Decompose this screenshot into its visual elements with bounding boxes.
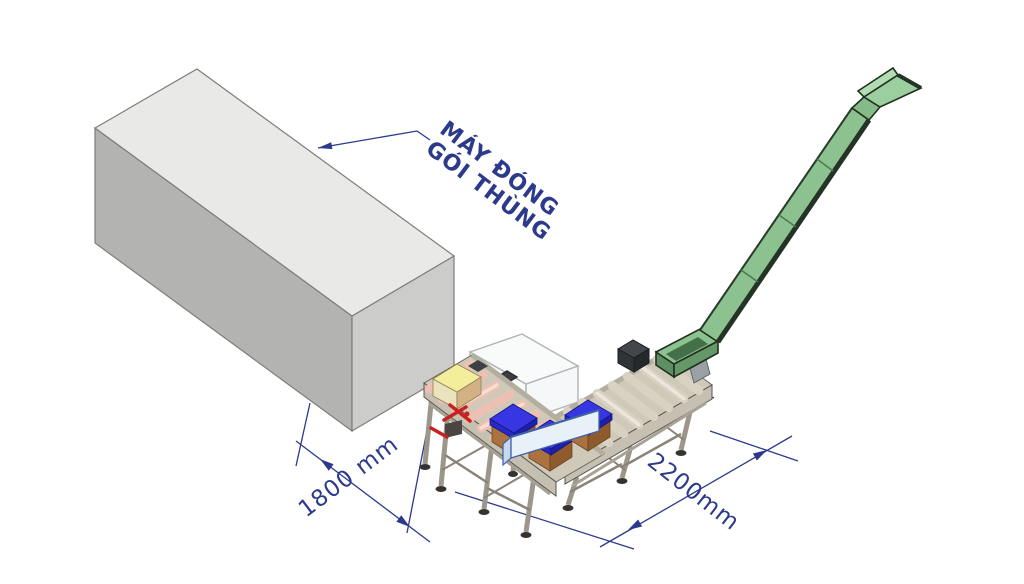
red-handle xyxy=(442,405,468,422)
roller xyxy=(622,371,674,413)
leg-foot xyxy=(508,471,518,477)
label-leader-line xyxy=(317,130,431,149)
incline-belt-conveyor xyxy=(617,66,923,384)
red-knob xyxy=(464,411,470,417)
infeed-belt-surface xyxy=(666,337,708,361)
yellow-box-top xyxy=(432,363,482,393)
outer-rail xyxy=(564,384,713,485)
drive-motor-side xyxy=(633,348,650,373)
roller xyxy=(607,380,659,422)
machine-label-leader xyxy=(317,130,431,150)
dim-2200-arrow-left xyxy=(628,519,643,530)
red-handle xyxy=(448,403,472,423)
lower-stringer xyxy=(429,402,551,496)
incline-top-edge xyxy=(699,107,853,331)
dim-2200-extension-line-right xyxy=(709,430,799,462)
belt-seam xyxy=(816,158,834,172)
guide-rail xyxy=(502,408,600,467)
machine-top-face xyxy=(93,68,456,317)
lower-stringer xyxy=(571,401,707,488)
red-handles xyxy=(429,403,472,439)
leg xyxy=(678,411,693,451)
lid-top xyxy=(489,403,538,434)
leg-foot xyxy=(419,464,431,470)
red-handle xyxy=(429,426,449,439)
roller xyxy=(463,390,515,424)
belt-seam xyxy=(778,214,797,228)
discharge-rim xyxy=(897,73,922,90)
roller-highlight xyxy=(640,365,686,401)
brace xyxy=(569,462,623,494)
leg-foot xyxy=(616,478,628,484)
dim-1800-arrow-right xyxy=(396,515,410,527)
dim-2200-arrow-right xyxy=(752,450,767,461)
leg-foot xyxy=(675,450,687,456)
rail-hardware xyxy=(468,360,488,372)
yellow-box xyxy=(432,363,482,410)
brace xyxy=(444,453,489,485)
belt-seam xyxy=(740,269,759,283)
packing-machine-block xyxy=(93,68,456,433)
dim-1800-arrow-left xyxy=(320,459,334,471)
dim-1800-extension-line-left xyxy=(295,402,311,467)
roller-highlight xyxy=(595,391,641,427)
leg xyxy=(523,476,537,533)
guide-rail-top-edge xyxy=(510,408,600,439)
leg-foot xyxy=(562,505,574,511)
leg-foot xyxy=(520,532,532,538)
leg-foot xyxy=(435,486,447,492)
under-bed-motor xyxy=(445,420,462,438)
incline-frame-edge xyxy=(715,118,872,344)
brace xyxy=(621,432,682,469)
label-leader-arrow xyxy=(318,142,333,150)
leg-foot xyxy=(478,509,490,515)
